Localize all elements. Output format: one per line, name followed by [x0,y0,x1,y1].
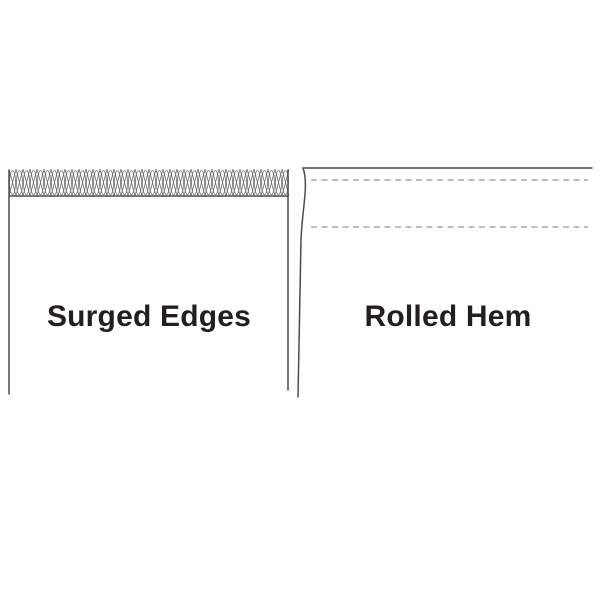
right-fabric-left-edge [297,167,307,398]
rolled-hem-stitch-lines [311,179,588,228]
serged-edge-band [9,169,289,196]
label-rolled-hem: Rolled Hem [364,300,532,333]
label-surged-edges: Surged Edges [46,300,252,333]
fabric-outlines [8,167,593,398]
